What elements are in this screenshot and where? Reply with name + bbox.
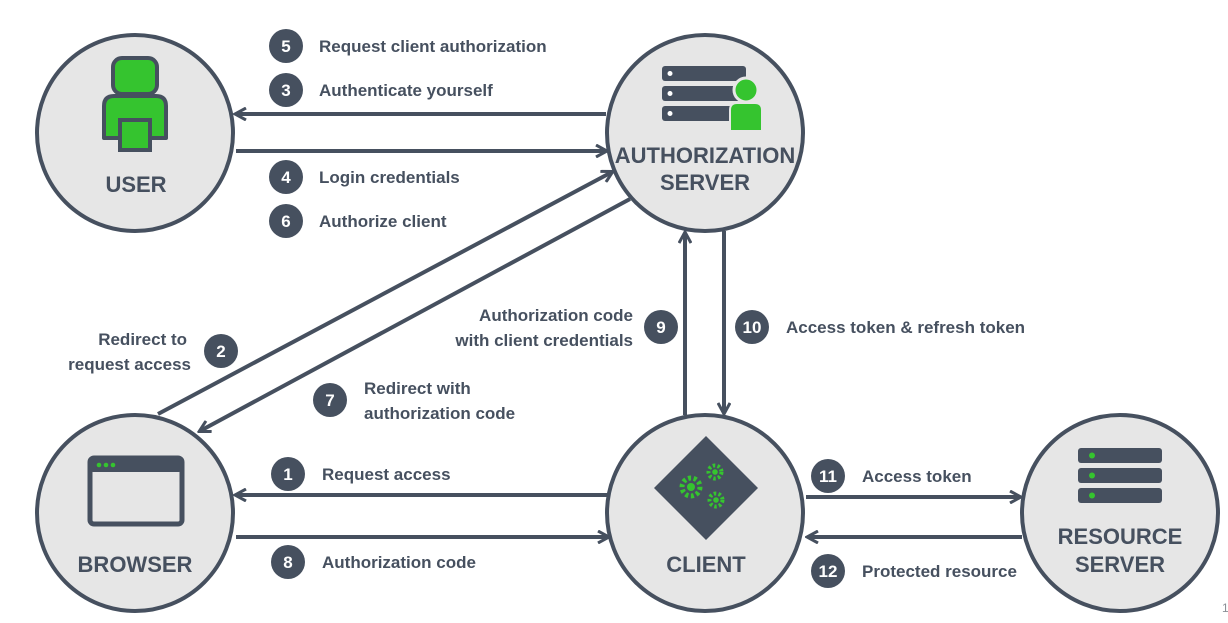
gears-diamond-icon [654,436,758,540]
auth-server-label-line1: AUTHORIZATION [615,143,795,168]
arrows [157,114,1022,537]
step-3-label: Authenticate yourself [319,81,493,100]
step-6-number: 6 [281,212,290,231]
step-5: 5 Request client authorization [269,29,547,63]
resource-server-label-line1: RESOURCE [1058,524,1183,549]
step-11: 11 Access token [811,459,972,493]
auth-server-label-line2: SERVER [660,170,750,195]
node-user: USER [35,33,235,233]
server-user-icon [662,66,763,132]
node-authorization-server: AUTHORIZATION SERVER [605,33,805,233]
step-7-label-line2: authorization code [364,404,515,423]
step-1-label: Request access [322,465,451,484]
browser-label: BROWSER [78,552,193,577]
step-1-number: 1 [283,465,292,484]
step-9: Authorization code with client credentia… [454,306,678,350]
arrow-browser-to-auth [157,172,612,416]
node-client: CLIENT [605,413,805,613]
step-2: Redirect to request access 2 [68,330,238,374]
step-6: 6 Authorize client [269,204,447,238]
step-7-label-line1: Redirect with [364,379,471,398]
step-9-number: 9 [656,318,665,337]
node-browser: BROWSER [35,413,235,613]
step-3-number: 3 [281,81,290,100]
arrow-auth-to-browser [200,197,631,431]
step-12: 12 Protected resource [811,554,1017,588]
step-1: 1 Request access [271,457,451,491]
step-4-number: 4 [281,168,291,187]
browser-window-icon [87,455,185,527]
page-number: 1 [1222,601,1228,615]
step-8-number: 8 [283,553,292,572]
step-9-label-line1: Authorization code [479,306,633,325]
step-9-label-line2: with client credentials [454,331,633,350]
step-12-number: 12 [819,562,838,581]
step-5-number: 5 [281,37,290,56]
step-10-label: Access token & refresh token [786,318,1025,337]
step-4: 4 Login credentials [269,160,460,194]
step-11-label: Access token [862,467,972,486]
user-label: USER [105,172,166,197]
step-2-label-line1: Redirect to [98,330,187,349]
step-3: 3 Authenticate yourself [269,73,493,107]
client-label: CLIENT [666,552,746,577]
step-7: 7 Redirect with authorization code [313,379,515,423]
step-8: 8 Authorization code [271,545,476,579]
step-2-number: 2 [216,342,225,361]
step-8-label: Authorization code [322,553,476,572]
server-icon [1078,448,1162,503]
step-12-label: Protected resource [862,562,1017,581]
resource-server-label-line2: SERVER [1075,552,1165,577]
step-10-number: 10 [743,318,762,337]
step-11-number: 11 [819,467,837,486]
step-10: 10 Access token & refresh token [735,310,1025,344]
step-7-number: 7 [325,391,334,410]
node-resource-server: RESOURCE SERVER [1020,413,1220,613]
step-4-label: Login credentials [319,168,460,187]
step-6-label: Authorize client [319,212,447,231]
step-2-label-line2: request access [68,355,191,374]
step-5-label: Request client authorization [319,37,547,56]
user-icon [102,56,168,152]
